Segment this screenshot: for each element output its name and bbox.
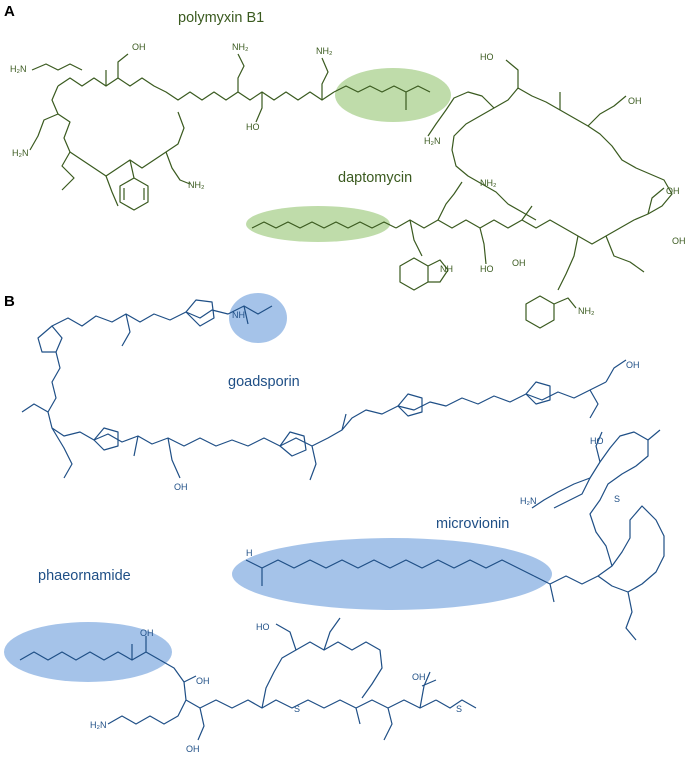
phaeornamide-structure: phaeornamide OH OH HO OH H₂N OH S S (4, 568, 477, 754)
polymyxin-atom-h2n-top: H₂N (10, 64, 27, 74)
polymyxin-side-chains (29, 53, 329, 207)
microvionin-atom-ho: HO (590, 436, 604, 446)
daptomycin-atom-oh-1: OH (628, 96, 642, 106)
polymyxin-lipid-highlight (335, 68, 451, 122)
polymyxin-phenyl-ring (119, 177, 149, 211)
daptomycin-atom-ho-top: HO (480, 52, 494, 62)
phaeornamide-atom-oh-serine: OH (186, 744, 200, 754)
polymyxin-atom-nh2-1: NH₂ (232, 42, 249, 52)
phaeornamide-atom-oh-lipid: OH (140, 628, 154, 638)
microvionin-title: microvionin (436, 516, 509, 532)
goadsporin-atom-oh-serine: OH (174, 482, 188, 492)
daptomycin-indole-ring (399, 257, 449, 291)
daptomycin-backbone (395, 87, 673, 245)
polymyxin-atom-nh2-2: NH₂ (316, 46, 333, 56)
panel-b-label: B (4, 293, 15, 310)
goadsporin-acetyl-highlight (229, 293, 287, 343)
phaeornamide-atom-h2n: H₂N (90, 720, 107, 730)
phaeornamide-backbone (107, 641, 437, 725)
daptomycin-atom-oh-3: OH (672, 236, 686, 246)
goadsporin-thiazole-2 (525, 381, 551, 405)
goadsporin-structure: goadsporin NH OH OH (21, 293, 640, 492)
daptomycin-lipid-chain (251, 221, 397, 229)
daptomycin-atom-nh2-aniline: NH₂ (578, 306, 595, 316)
microvionin-ring (533, 431, 665, 593)
daptomycin-lipid-highlight (246, 206, 390, 242)
daptomycin-atom-nh2-amide: NH₂ (480, 178, 497, 188)
polymyxin-ring-lower (51, 85, 185, 177)
goadsporin-oxazole-1 (37, 325, 63, 353)
polymyxin-ring-upper (57, 77, 335, 101)
phaeornamide-atom-s-1: S (294, 704, 300, 714)
goadsporin-oxazole-3 (279, 431, 307, 457)
polymyxin-b1-title: polymyxin B1 (178, 10, 264, 26)
goadsporin-oxazole-4 (397, 393, 423, 417)
polymyxin-atom-nh2-3: NH₂ (188, 180, 205, 190)
panel-b: B goadsporin NH OH OH microvionin H (4, 293, 665, 754)
goadsporin-left-chain (47, 351, 607, 447)
polymyxin-b1-structure: polymyxin B1 H₂N OH NH₂ NH₂ HO H₂N NH₂ (10, 10, 335, 211)
daptomycin-title: daptomycin (338, 170, 412, 186)
panel-a: A polymyxin B1 H₂N OH NH₂ NH₂ HO H₂N NH₂… (4, 3, 686, 329)
microvionin-structure: microvionin H H₂N HO S (232, 429, 665, 641)
goadsporin-upper-chain (51, 305, 273, 327)
polymyxin-atom-h2n-left: H₂N (12, 148, 29, 158)
phaeornamide-atom-oh-chain: OH (196, 676, 210, 686)
phaeornamide-atom-oh-acid: OH (412, 672, 426, 682)
microvionin-lipid-highlight (232, 538, 552, 610)
phaeornamide-side-chains (183, 617, 477, 741)
daptomycin-atom-oh-4: OH (512, 258, 526, 268)
goadsporin-atom-nh-top: NH (232, 310, 245, 320)
panel-a-label: A (4, 3, 15, 20)
daptomycin-atom-h2n: H₂N (424, 136, 441, 146)
phaeornamide-title: phaeornamide (38, 568, 131, 584)
goadsporin-title: goadsporin (228, 374, 300, 390)
goadsporin-side-chains (21, 305, 627, 481)
microvionin-guanidine-lipid (245, 559, 535, 586)
goadsporin-oxazole-2 (185, 299, 215, 327)
microvionin-side-chains (531, 429, 661, 641)
phaeornamide-atom-ho: HO (256, 622, 270, 632)
phaeornamide-lipid-chain (19, 636, 161, 661)
polymyxin-atom-oh-mid: HO (246, 122, 260, 132)
goadsporin-atom-oh-acid: OH (626, 360, 640, 370)
phaeornamide-atom-s-2: S (456, 704, 462, 714)
daptomycin-aniline-ring (525, 295, 577, 329)
daptomycin-atom-nh-indole: NH (440, 264, 453, 274)
microvionin-atom-h: H (246, 548, 253, 558)
daptomycin-structure: daptomycin HO OH H₂N NH₂ OH OH NH HO OH … (246, 52, 686, 329)
polymyxin-lipid-chain (333, 85, 431, 110)
daptomycin-atom-oh-2: OH (666, 186, 680, 196)
microvionin-atom-s: S (614, 494, 620, 504)
polymyxin-atom-oh-top: OH (132, 42, 146, 52)
daptomycin-side-chains (409, 59, 665, 291)
microvionin-atom-h2n: H₂N (520, 496, 537, 506)
phaeornamide-lipid-highlight (4, 622, 172, 682)
daptomycin-atom-ho-bottom: HO (480, 264, 494, 274)
goadsporin-thiazole-1 (93, 427, 119, 451)
